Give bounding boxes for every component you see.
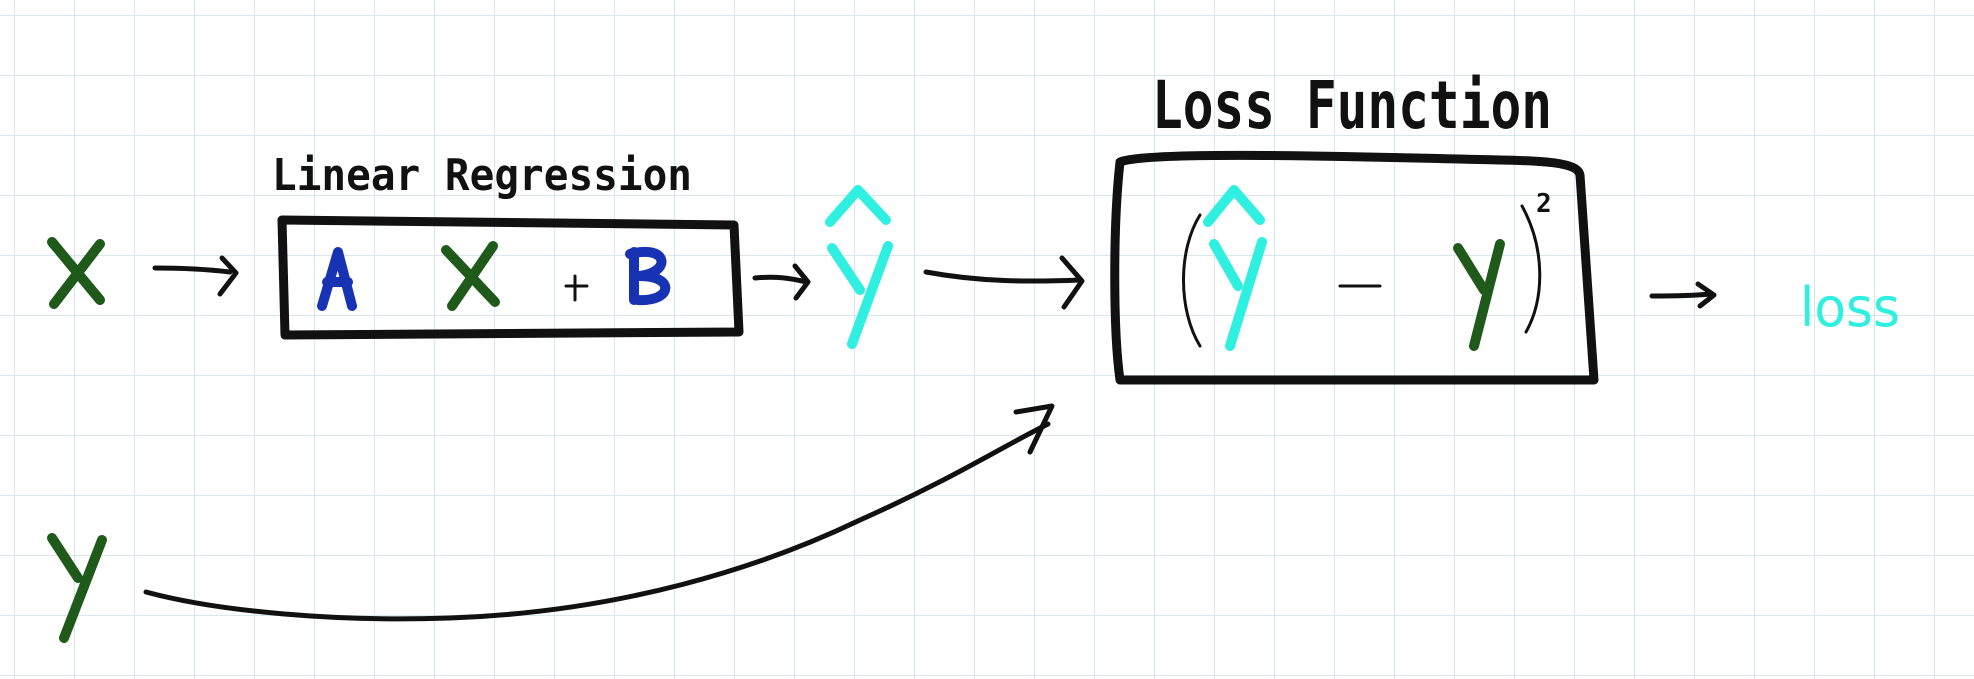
coef-a-symbol xyxy=(317,247,357,311)
loss-yhat-symbol xyxy=(1203,185,1267,351)
prediction-yhat-symbol xyxy=(825,185,893,349)
arrow-loss-to-output xyxy=(1649,281,1717,309)
coef-b-symbol xyxy=(625,247,671,306)
arrow-x-to-model xyxy=(152,255,239,297)
left-parenthesis xyxy=(1182,213,1202,348)
right-parenthesis xyxy=(1520,204,1542,334)
plus-sign xyxy=(564,274,589,302)
loss-y-symbol xyxy=(1453,239,1505,351)
loss-function-box xyxy=(1110,150,1599,385)
input-y-symbol xyxy=(47,533,107,643)
linear-regression-title: Linear Regression xyxy=(272,150,692,201)
loss-function-title: Loss Function xyxy=(1152,67,1552,144)
linear-regression-box xyxy=(277,215,744,340)
loss-output-label: loss xyxy=(1800,276,1900,339)
arrow-model-to-prediction xyxy=(752,263,811,301)
arrow-y-to-loss xyxy=(143,403,1055,622)
exponent-label: 2 xyxy=(1536,189,1552,219)
model-x-symbol xyxy=(441,241,500,311)
input-x-symbol xyxy=(47,237,105,309)
arrow-prediction-to-loss xyxy=(923,255,1085,310)
